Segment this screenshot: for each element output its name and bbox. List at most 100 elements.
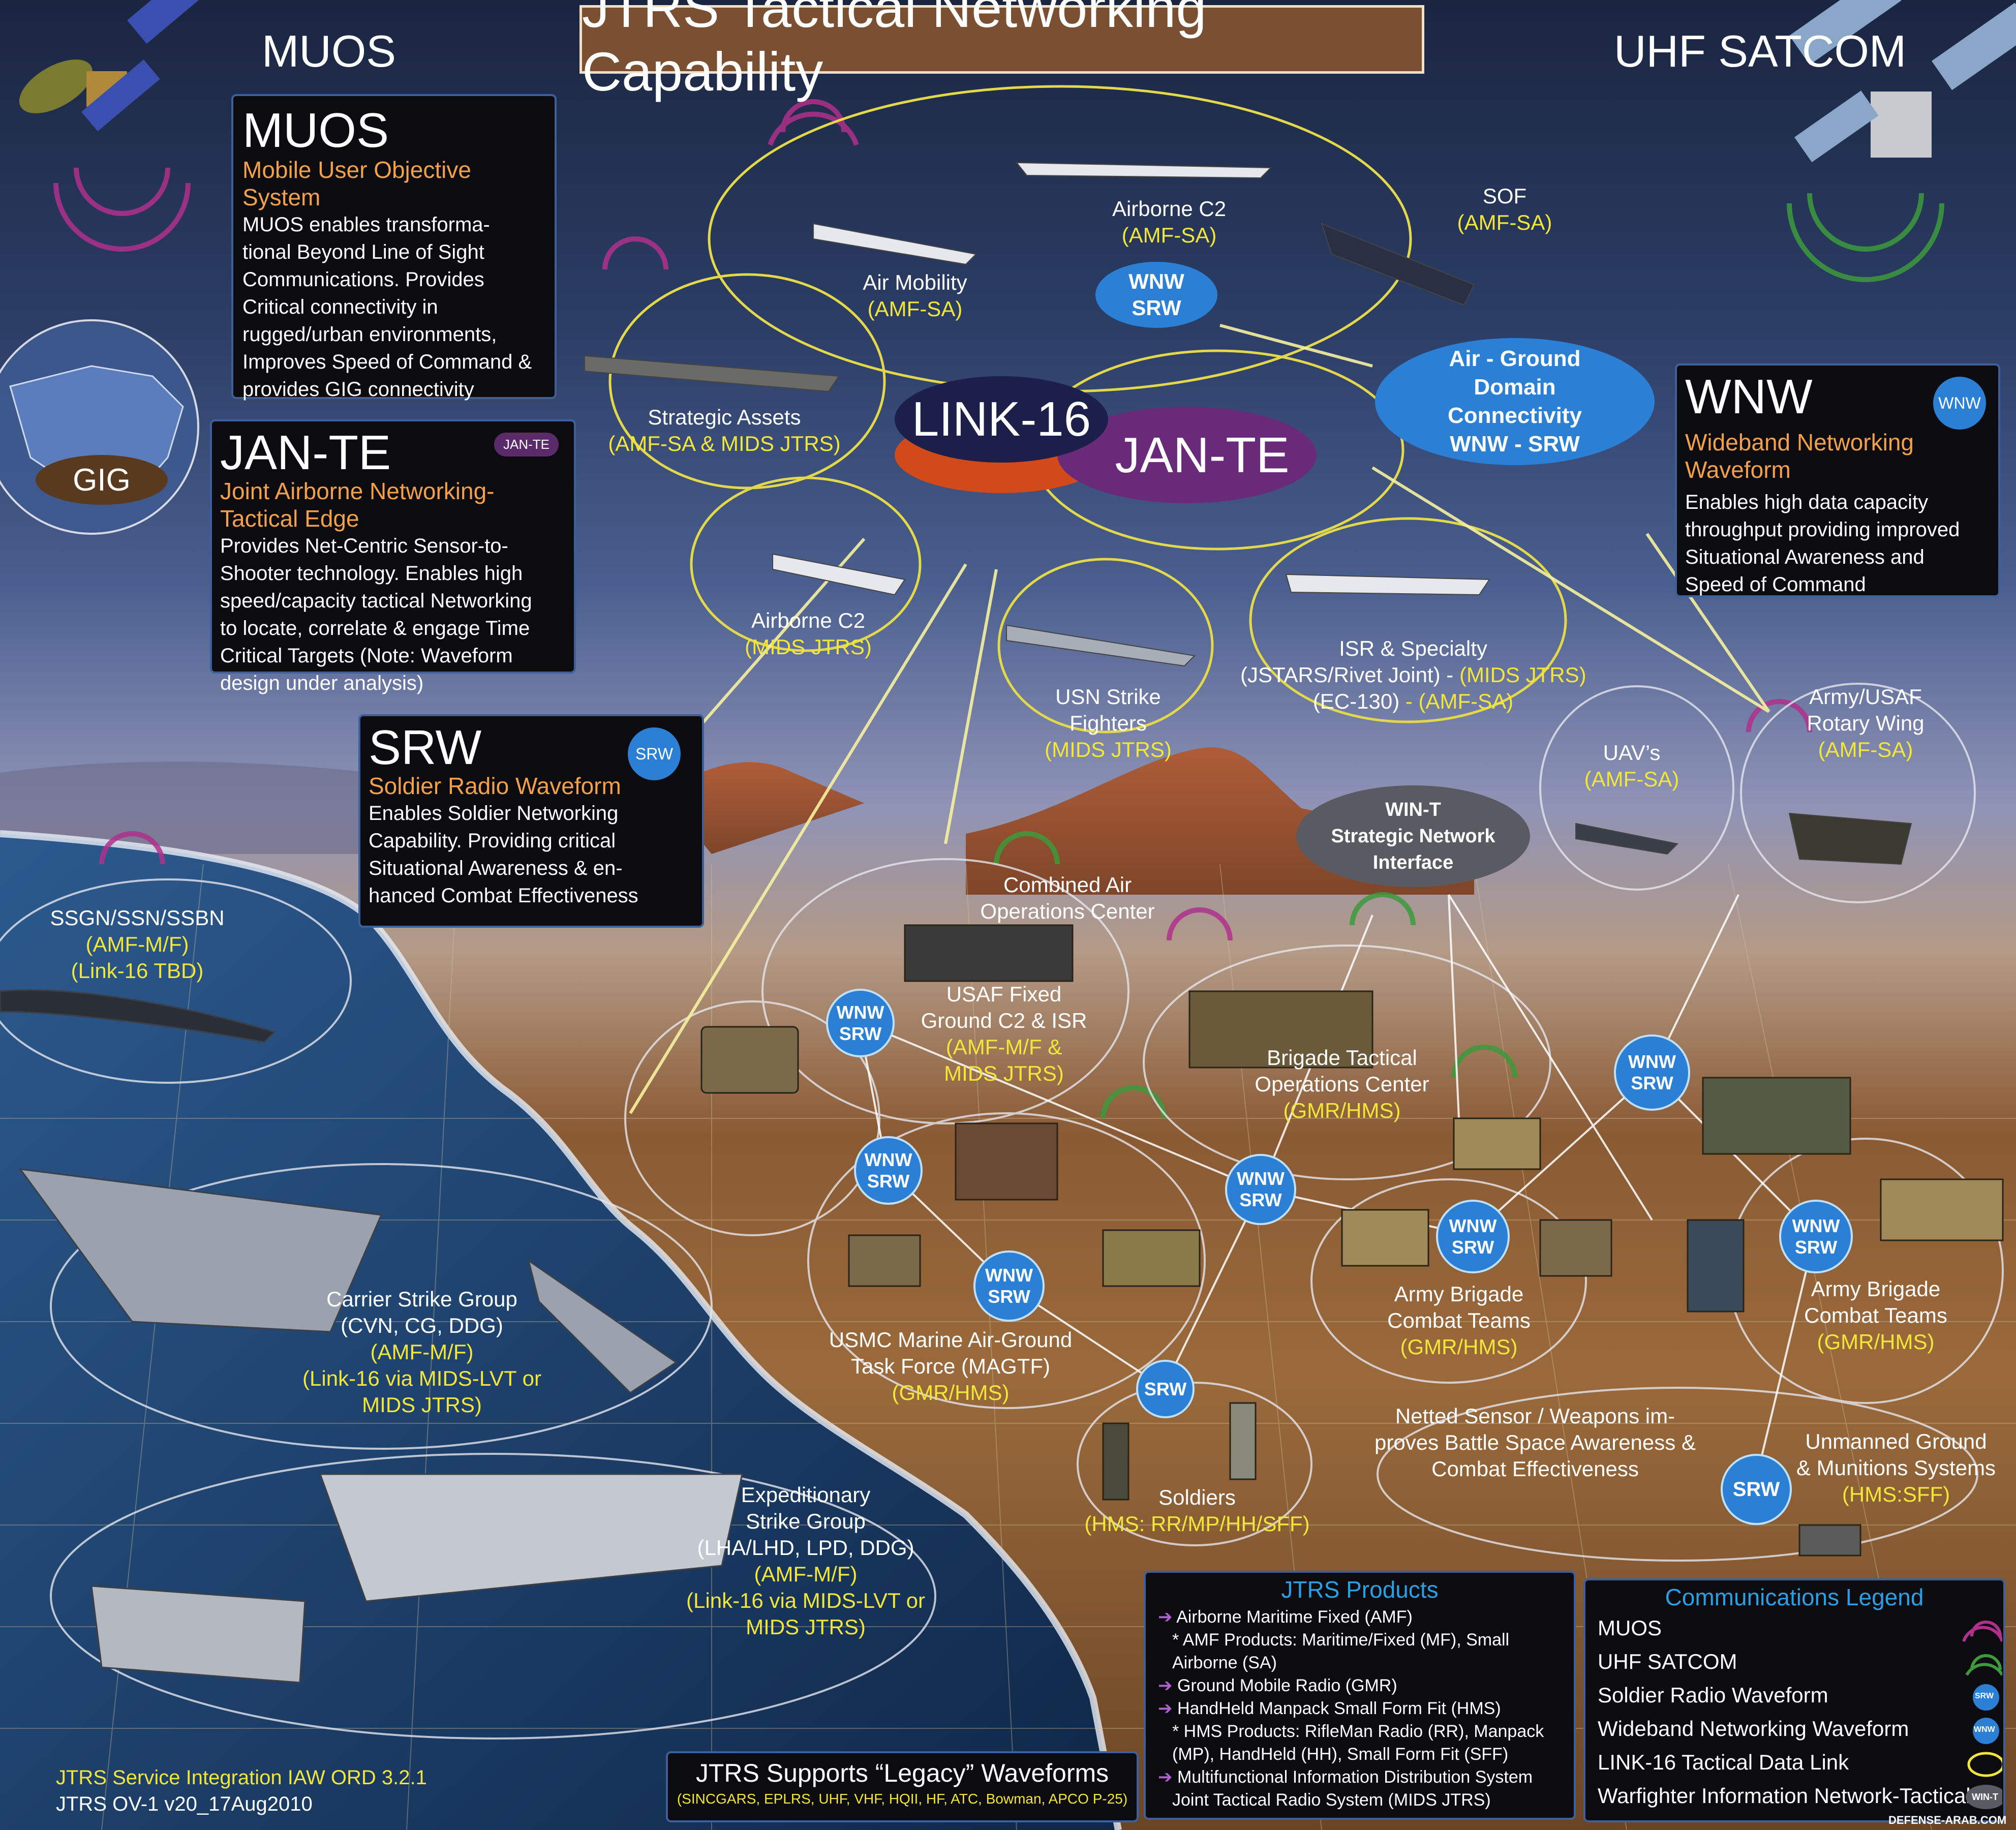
wint-line: Strategic Network <box>1331 826 1495 847</box>
gig-badge: GIG <box>36 455 168 505</box>
product-text: HandHeld Manpack Small Form Fit (HMS) <box>1177 1699 1501 1718</box>
usaf-fixed-label: USAF Fixed Ground C2 & ISR (AMF-M/F & MI… <box>915 981 1093 1087</box>
legend-item-srw: Soldier Radio Waveform <box>1598 1683 1828 1707</box>
platform-name: Fighters <box>1070 711 1147 735</box>
air-ground-ellipse: Air - Ground Domain Connectivity WNW - S… <box>1375 338 1655 465</box>
abct-1-label: Army Brigade Combat Teams (GMR/HMS) <box>1367 1281 1550 1360</box>
node-srw-label: SRW <box>1451 1236 1494 1258</box>
platform-name: & Munitions Systems <box>1796 1456 1996 1480</box>
legacy-list: (SINCGARS, EPLRS, UHF, VHF, HQII, HF, AT… <box>677 1791 1128 1807</box>
vessel-silhouettes <box>0 989 743 1684</box>
platform-name: proves Battle Space Awareness & <box>1374 1430 1696 1454</box>
platform-name: Carrier Strike Group <box>326 1287 517 1311</box>
footer-line-2: JTRS OV-1 v20_17Aug2010 <box>56 1793 313 1815</box>
node-srw-label: SRW <box>1132 296 1181 320</box>
product-text: Joint Tactical Radio System (MIDS JTRS) <box>1172 1790 1491 1810</box>
platform-name: USAF Fixed <box>946 982 1062 1006</box>
aircraft-silhouettes <box>584 162 1912 865</box>
product-text: Airborne (SA) <box>1172 1653 1277 1672</box>
jante-line: speed/capacity tactical Networking <box>220 590 532 612</box>
platform-name: (EC-130) <box>1312 689 1400 713</box>
srw-legend-icon <box>1973 1684 1999 1711</box>
node-srw-label: SRW <box>1144 1378 1187 1399</box>
platform-name: (LHA/LHD, LPD, DDG) <box>697 1536 914 1560</box>
awacs-aircraft <box>1015 162 1272 179</box>
muos-line: MUOS enables transforma- <box>242 214 490 236</box>
abct-2-label: Army Brigade Combat Teams (GMR/HMS) <box>1784 1276 1967 1355</box>
platform-radio: (AMF-M/F) <box>370 1340 474 1364</box>
node-wnw-label: WNW <box>836 1001 884 1023</box>
srw-panel-subtitle: Soldier Radio Waveform <box>369 773 621 799</box>
platform-radio: (AMF-M/F) <box>85 932 189 956</box>
platform-radio: MIDS JTRS) <box>746 1615 866 1639</box>
node-srw-label: SRW <box>839 1023 882 1044</box>
ground-vehicles <box>700 924 2004 1557</box>
legend-item-muos: MUOS <box>1598 1616 1662 1640</box>
product-note: (MP), HandHeld (HH), Small Form Fit (SFF… <box>1172 1743 1508 1765</box>
muos-line: Communications. Provides <box>242 268 484 291</box>
wnw-panel-heading: WNW <box>1685 370 1813 424</box>
rotary-wing-label: Army/USAF Rotary Wing (AMF-SA) <box>1789 684 1942 763</box>
legacy-title: JTRS Supports “Legacy” Waveforms <box>695 1759 1109 1787</box>
humvee-2 <box>848 1234 921 1287</box>
wnw-badge-icon: WNW <box>1933 377 1986 430</box>
product-item: ➔ HandHeld Manpack Small Form Fit (HMS) <box>1158 1699 1501 1718</box>
jante-center-label: JAN-TE <box>1115 426 1290 483</box>
soldier-2 <box>1229 1402 1257 1480</box>
platform-name: Unmanned Ground <box>1805 1429 1987 1453</box>
platform-name: Air Mobility <box>863 270 967 294</box>
srw-line: Situational Awareness & en- <box>369 857 623 879</box>
muos-panel: MUOS Mobile User Objective System MUOS e… <box>231 94 557 401</box>
platform-name: Task Force (MAGTF) <box>850 1354 1050 1378</box>
platform-radio: (Link-16 via MIDS-LVT or <box>302 1366 541 1390</box>
platform-name: Strike Group <box>746 1509 866 1533</box>
legacy-waveforms-box: JTRS Supports “Legacy” Waveforms (SINCGA… <box>666 1751 1139 1822</box>
srw-node-soldiers: SRW <box>1136 1360 1195 1418</box>
wint-line: WIN-T <box>1385 799 1441 820</box>
platform-radio: (MIDS JTRS) <box>1045 738 1172 761</box>
platform-name: Soldiers <box>1158 1485 1236 1509</box>
c130-aircraft <box>813 223 978 265</box>
soldier-1 <box>1102 1422 1129 1501</box>
platform-name: Army Brigade <box>1394 1282 1524 1306</box>
sea-area <box>0 834 1118 1830</box>
isr-specialty-label: ISR & Specialty (JSTARS/Rivet Joint) - (… <box>1240 635 1586 715</box>
helicopter <box>1788 812 1912 865</box>
jtrs-products-panel: JTRS Products ➔ Airborne Maritime Fixed … <box>1144 1571 1576 1820</box>
stryker <box>1702 1077 1851 1155</box>
platform-name: Combat Effectiveness <box>1431 1457 1639 1481</box>
jante-panel-subtitle: Joint Airborne Networking-Tactical Edge <box>220 478 495 532</box>
airborne-c2-top-label: Airborne C2 (AMF-SA) <box>1093 196 1245 249</box>
jante-line: Critical Targets (Note: Waveform <box>220 645 513 667</box>
link16-label: LINK-16 <box>911 392 1091 446</box>
platform-radio: (MIDS JTRS) <box>745 635 872 659</box>
submarine <box>0 989 276 1043</box>
product-item: ➔ Airborne Maritime Fixed (AMF) <box>1158 1607 1413 1627</box>
mrap <box>955 1122 1058 1201</box>
jante-badge: JAN-TE <box>494 433 559 456</box>
page-title: JTRS Tactical Networking Capability <box>582 0 1207 102</box>
platform-radio: (GMR/HMS) <box>1817 1330 1935 1354</box>
carrier-strike-label: Carrier Strike Group (CVN, CG, DDG) (AMF… <box>295 1286 549 1418</box>
muos-line: tional Beyond Line of Sight <box>242 241 484 263</box>
jante-line: to locate, correlate & engage Time <box>220 617 530 639</box>
jante-line: Provides Net-Centric Sensor-to- <box>220 535 508 557</box>
destroyer-ship <box>527 1259 678 1394</box>
srw-panel-body: Enables Soldier Networking Capability. P… <box>369 800 694 909</box>
platform-name: Army Brigade <box>1811 1277 1941 1301</box>
humvee-3 <box>1539 1219 1612 1277</box>
muos-line: rugged/urban environments, <box>242 323 497 346</box>
tank-2 <box>1880 1178 2004 1241</box>
product-note: Joint Tactical Radio System (MIDS JTRS) <box>1172 1789 1491 1811</box>
mountain-left <box>661 762 864 854</box>
jante-center-ellipse: JAN-TE <box>1057 407 1317 503</box>
platform-name: Operations Center <box>980 899 1155 923</box>
srw-node-unmanned: SRW <box>1721 1454 1792 1525</box>
unmanned-ground-label: Unmanned Ground & Munitions Systems (HMS… <box>1789 1428 2003 1508</box>
jante-line: design under analysis) <box>220 672 424 694</box>
